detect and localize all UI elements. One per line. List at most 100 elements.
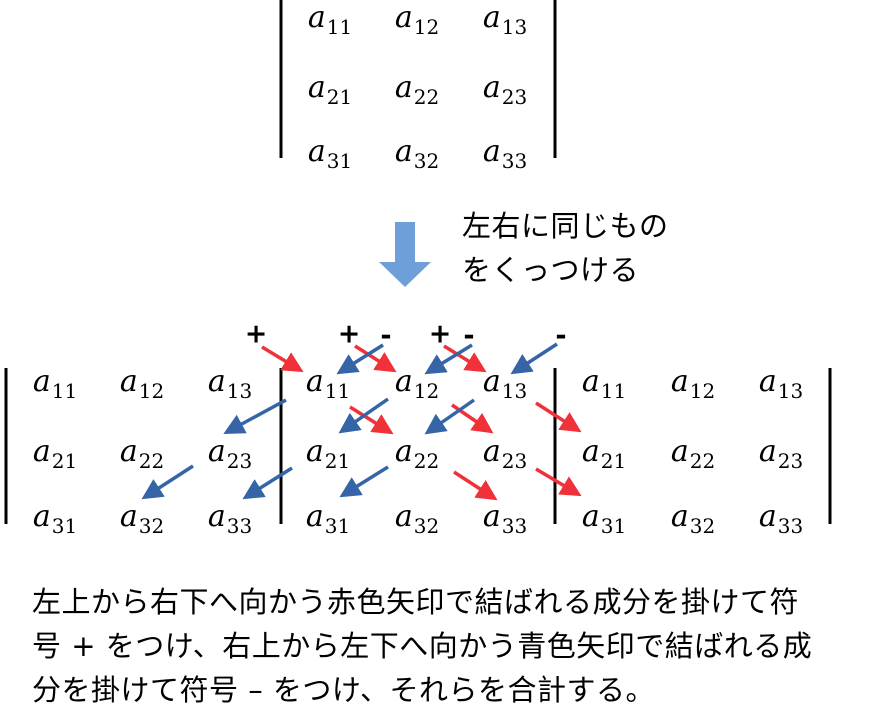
sign-label: + <box>244 318 268 350</box>
matrix-entry: a23 <box>758 434 803 472</box>
matrix-entry: a22 <box>119 434 164 472</box>
blue-arrow <box>424 343 473 375</box>
matrix-entry: a11 <box>32 364 77 402</box>
entry-variable: a <box>305 499 324 534</box>
entry-subscript: 21 <box>51 449 78 473</box>
entry-variable: a <box>670 499 689 534</box>
entry-subscript: 33 <box>777 514 804 538</box>
entry-subscript: 22 <box>138 449 165 473</box>
entry-subscript: 31 <box>326 149 353 173</box>
down-arrow-icon <box>379 222 431 287</box>
entry-subscript: 23 <box>226 449 253 473</box>
matrix-entry: a13 <box>207 364 252 402</box>
blue-arrow <box>338 397 389 434</box>
entry-variable: a <box>207 434 226 469</box>
entry-variable: a <box>32 434 51 469</box>
matrix-entry: a32 <box>119 499 164 537</box>
entry-variable: a <box>394 134 413 169</box>
matrix-entry: a31 <box>33 502 77 537</box>
matrix-entry: a21 <box>32 434 77 472</box>
matrix-entry: a12 <box>670 364 715 402</box>
matrix-entry: a22 <box>394 70 439 108</box>
matrix-entry: a12 <box>394 0 439 38</box>
entry-subscript: 21 <box>324 449 351 473</box>
entry-variable: a <box>482 0 501 35</box>
matrix-entry: a11 <box>306 367 350 402</box>
matrix-entry: a13 <box>482 364 527 402</box>
entry-subscript: 11 <box>324 379 351 403</box>
explanation-text: 左上から右下へ向かう赤色矢印で結ばれる成分を掛けて符 号 + をつけ、右上から左… <box>32 580 882 712</box>
entry-subscript: 23 <box>501 449 528 473</box>
entry-variable: a <box>394 499 413 534</box>
entry-variable: a <box>670 434 689 469</box>
sign-label: + <box>428 318 452 350</box>
entry-subscript: 32 <box>689 514 716 538</box>
matrix-entry: a32 <box>670 499 715 537</box>
red-arrow <box>535 401 582 433</box>
sign-label: - <box>555 320 567 352</box>
entry-subscript: 21 <box>600 449 627 473</box>
red-arrow <box>349 405 394 435</box>
matrix-entry: a21 <box>308 73 352 108</box>
matrix-entry: a21 <box>581 434 626 472</box>
matrix-entry: a11 <box>307 0 352 38</box>
entry-variable: a <box>207 499 226 534</box>
entry-variable: a <box>482 134 501 169</box>
matrix-entry: a33 <box>483 502 527 537</box>
transform-caption: 左右に同じもの をくっつける <box>462 204 669 292</box>
entry-subscript: 32 <box>413 514 440 538</box>
entry-subscript: 31 <box>600 514 627 538</box>
transform-caption-line: をくっつける <box>462 253 640 287</box>
entry-variable: a <box>758 364 777 399</box>
entry-subscript: 23 <box>501 85 528 109</box>
matrix-entry: a33 <box>759 502 803 537</box>
sign-label: - <box>380 320 392 352</box>
entry-variable: a <box>394 434 413 469</box>
entry-variable: a <box>482 434 501 469</box>
entry-subscript: 32 <box>413 149 440 173</box>
matrix-entry: a22 <box>670 434 715 472</box>
entry-subscript: 23 <box>777 449 804 473</box>
entry-variable: a <box>581 434 600 469</box>
matrix-entry: a13 <box>482 0 527 38</box>
entry-variable: a <box>307 0 326 35</box>
red-arrow <box>443 344 487 373</box>
entry-variable: a <box>207 364 226 399</box>
matrix-entry: a31 <box>308 137 352 172</box>
entry-subscript: 11 <box>51 379 78 403</box>
entry-subscript: 22 <box>413 85 440 109</box>
blue-arrow <box>510 342 558 375</box>
entry-variable: a <box>119 364 138 399</box>
blue-arrow <box>424 398 475 435</box>
entry-subscript: 32 <box>138 514 165 538</box>
entry-variable: a <box>581 499 600 534</box>
entry-variable: a <box>482 364 501 399</box>
entry-subscript: 21 <box>326 85 353 109</box>
entry-variable: a <box>119 499 138 534</box>
entry-variable: a <box>394 70 413 105</box>
matrix-entry: a13 <box>758 364 803 402</box>
sign-label: - <box>463 320 475 352</box>
entry-subscript: 12 <box>413 379 440 403</box>
entry-variable: a <box>758 434 777 469</box>
entry-variable: a <box>119 434 138 469</box>
matrix-entry: a12 <box>119 364 164 402</box>
matrix-entry: a23 <box>207 434 252 472</box>
entry-subscript: 22 <box>413 449 440 473</box>
entry-variable: a <box>670 364 689 399</box>
blue-arrow <box>336 343 384 375</box>
blue-arrow <box>141 464 194 500</box>
sign-label: + <box>337 318 361 350</box>
entry-variable: a <box>394 0 413 35</box>
entry-subscript: 31 <box>324 514 351 538</box>
entry-variable: a <box>32 364 51 399</box>
blue-arrow <box>242 466 293 500</box>
entry-subscript: 13 <box>501 15 528 39</box>
entry-variable: a <box>482 70 501 105</box>
entry-subscript: 12 <box>689 379 716 403</box>
red-arrow <box>451 403 494 434</box>
entry-subscript: 33 <box>501 149 528 173</box>
matrix-entry: a21 <box>306 437 350 472</box>
red-arrow <box>535 467 582 497</box>
red-arrow <box>354 344 397 373</box>
